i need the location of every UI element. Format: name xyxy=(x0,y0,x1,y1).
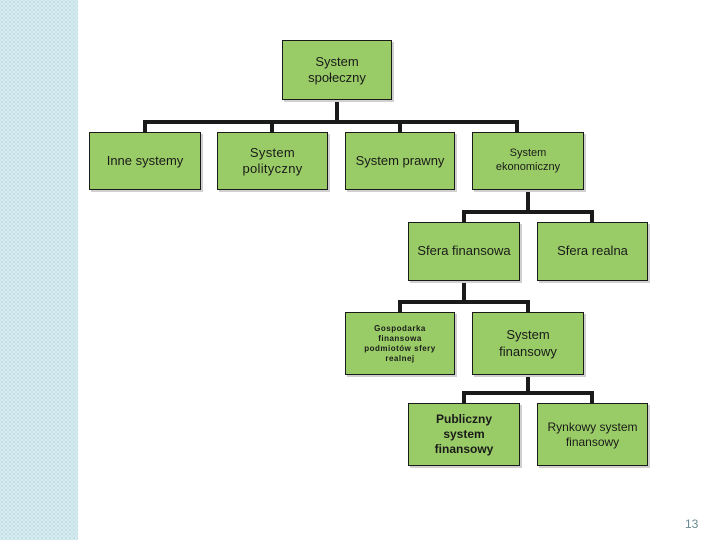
decorative-side-strip xyxy=(0,0,78,540)
node-gospodarka-finansowa: Gospodarka finansowa podmiotów sfery rea… xyxy=(345,312,455,375)
node-system-prawny: System prawny xyxy=(345,132,455,190)
node-rynkowy-system-finansowy: Rynkowy system finansowy xyxy=(537,403,648,466)
page-number: 13 xyxy=(685,517,699,531)
node-inne-systemy: Inne systemy xyxy=(89,132,201,190)
node-publiczny-system-finansowy: Publiczny system finansowy xyxy=(408,403,520,466)
node-system-ekonomiczny: System ekonomiczny xyxy=(472,132,584,190)
node-system-polityczny: System polityczny xyxy=(217,132,328,190)
node-system-spoleczny: System społeczny xyxy=(282,40,392,100)
node-sfera-realna: Sfera realna xyxy=(537,222,648,281)
node-sfera-finansowa: Sfera finansowa xyxy=(408,222,520,281)
node-system-finansowy: System finansowy xyxy=(472,312,584,375)
